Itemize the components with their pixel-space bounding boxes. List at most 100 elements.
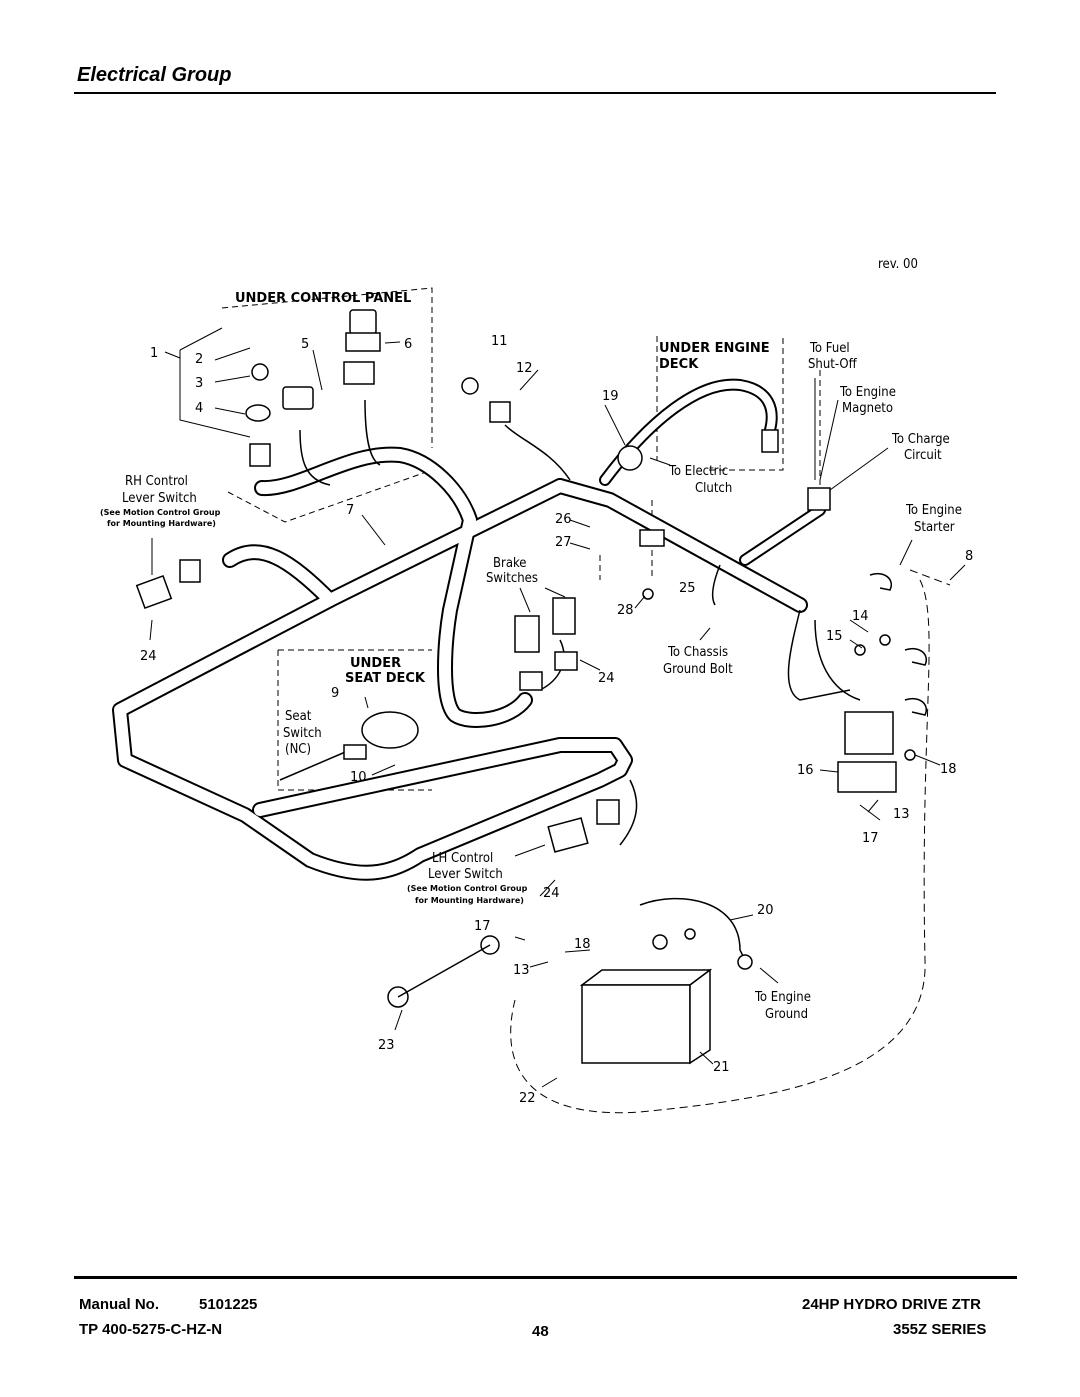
part-number-24c: 24 bbox=[543, 886, 560, 901]
clip-icon bbox=[461, 377, 479, 395]
rh-control-label-1: RH Control bbox=[125, 474, 188, 489]
solenoid-icon bbox=[844, 711, 894, 755]
rh-connector-icon bbox=[179, 559, 201, 583]
part-number-8: 8 bbox=[965, 549, 973, 564]
brake-label-1: Brake bbox=[493, 556, 527, 571]
lh-switch-icon bbox=[547, 817, 589, 853]
nut-5-icon bbox=[684, 928, 696, 940]
part-number-24a: 24 bbox=[140, 649, 157, 664]
to-magneto-label-2: Magneto bbox=[842, 401, 893, 416]
brake-switch-2-icon bbox=[552, 597, 576, 635]
to-charge-label-1: To Charge bbox=[891, 432, 950, 447]
ground-lug-icon bbox=[737, 954, 753, 970]
seat-label-1: Seat bbox=[285, 709, 312, 724]
part-number-18a: 18 bbox=[940, 762, 957, 777]
to-starter-label-1: To Engine bbox=[905, 503, 962, 518]
connector-icon bbox=[343, 361, 375, 385]
push-switch-icon bbox=[349, 309, 377, 335]
footer-rule bbox=[74, 1276, 1017, 1279]
part-number-5: 5 bbox=[301, 337, 309, 352]
part-number-17b: 17 bbox=[474, 919, 491, 934]
to-starter-label-2: Starter bbox=[914, 520, 955, 535]
lh-control-label-1: LH Control bbox=[432, 851, 493, 866]
panel-under-control: UNDER CONTROL PANEL bbox=[235, 291, 411, 306]
starter-boot-icon bbox=[869, 573, 892, 591]
part-number-2: 2 bbox=[195, 352, 203, 367]
seat-connector-icon bbox=[343, 744, 367, 760]
lh-connector-icon bbox=[596, 799, 620, 825]
to-clutch-label-1: To Electric bbox=[668, 464, 728, 479]
rh-see-motion-2: for Mounting Hardware) bbox=[107, 519, 216, 528]
part-number-26: 26 bbox=[555, 512, 572, 527]
grommet-icon bbox=[617, 445, 643, 471]
ignition-connector-icon bbox=[249, 443, 271, 467]
battery-side-icon bbox=[689, 968, 711, 1065]
to-chassis-label-1: To Chassis bbox=[667, 645, 728, 660]
boot-2-icon bbox=[904, 698, 927, 716]
part-number-1: 1 bbox=[150, 346, 158, 361]
ground-rod-icon bbox=[397, 944, 491, 998]
module-icon bbox=[489, 401, 511, 423]
panel-under-engine-1: UNDER ENGINE bbox=[659, 341, 770, 356]
part-number-14: 14 bbox=[852, 609, 869, 624]
to-chassis-label-2: Ground Bolt bbox=[663, 662, 733, 677]
part-number-25: 25 bbox=[679, 581, 696, 596]
part-number-4: 4 bbox=[195, 401, 203, 416]
lh-see-motion-1: (See Motion Control Group bbox=[407, 884, 528, 893]
revision-label: rev. 00 bbox=[878, 257, 918, 272]
part-number-18b: 18 bbox=[574, 937, 591, 952]
part-number-22: 22 bbox=[519, 1091, 536, 1106]
tp-number: TP 400-5275-C-HZ-N bbox=[79, 1321, 223, 1338]
nut-4-icon bbox=[642, 588, 654, 600]
brake-switch-1-icon bbox=[514, 615, 540, 653]
part-number-17a: 17 bbox=[862, 831, 879, 846]
seat-label-2: Switch bbox=[283, 726, 322, 741]
main-harness-inner bbox=[114, 448, 806, 879]
part-number-24b: 24 bbox=[598, 671, 615, 686]
solenoid-base-icon bbox=[837, 761, 897, 793]
part-number-28: 28 bbox=[617, 603, 634, 618]
part-number-13a: 13 bbox=[893, 807, 910, 822]
brake-connector-icon bbox=[554, 651, 578, 671]
switch-body-icon bbox=[345, 332, 381, 352]
page-title: Electrical Group bbox=[77, 64, 232, 86]
to-clutch-label-2: Clutch bbox=[695, 481, 732, 496]
brake-label-2: Switches bbox=[486, 571, 538, 586]
manual-number: 5101225 bbox=[199, 1296, 258, 1313]
brake-connector-2-icon bbox=[519, 671, 543, 691]
part-number-13b: 13 bbox=[513, 963, 530, 978]
to-fuel-label-1: To Fuel bbox=[809, 341, 850, 356]
part-number-21: 21 bbox=[713, 1060, 730, 1075]
seat-label-3: (NC) bbox=[285, 742, 311, 757]
part-number-10: 10 bbox=[350, 770, 367, 785]
battery-cable-lug-icon bbox=[652, 934, 668, 950]
engine-harness-inner bbox=[601, 380, 824, 564]
part-number-15: 15 bbox=[826, 629, 843, 644]
part-number-23: 23 bbox=[378, 1038, 395, 1053]
part-number-12: 12 bbox=[516, 361, 533, 376]
part-number-3: 3 bbox=[195, 376, 203, 391]
fuel-connector-icon bbox=[761, 429, 779, 453]
seat-switch-icon bbox=[361, 711, 419, 749]
series-name: 355Z SERIES bbox=[893, 1321, 987, 1338]
ignition-switch-icon bbox=[245, 404, 271, 422]
to-ground-label-1: To Engine bbox=[754, 990, 811, 1005]
part-number-9: 9 bbox=[331, 686, 339, 701]
lh-control-label-2: Lever Switch bbox=[428, 867, 503, 882]
ground-cable-path bbox=[510, 569, 951, 1114]
part-number-7: 7 bbox=[346, 503, 354, 518]
page-number: 48 bbox=[532, 1323, 549, 1340]
engine-connector-icon bbox=[807, 487, 831, 511]
panel-under-seat-2: SEAT DECK bbox=[345, 671, 426, 686]
to-ground-label-2: Ground bbox=[765, 1007, 808, 1022]
header-rule bbox=[74, 92, 996, 94]
components bbox=[135, 309, 927, 1065]
rh-control-label-2: Lever Switch bbox=[122, 491, 197, 506]
to-magneto-label-1: To Engine bbox=[839, 385, 896, 400]
nut-2-icon bbox=[879, 634, 891, 646]
battery-icon bbox=[581, 984, 691, 1064]
clamp-icon bbox=[639, 529, 665, 547]
part-number-27: 27 bbox=[555, 535, 572, 550]
nut-icon bbox=[854, 644, 866, 656]
to-charge-label-2: Circuit bbox=[904, 448, 942, 463]
